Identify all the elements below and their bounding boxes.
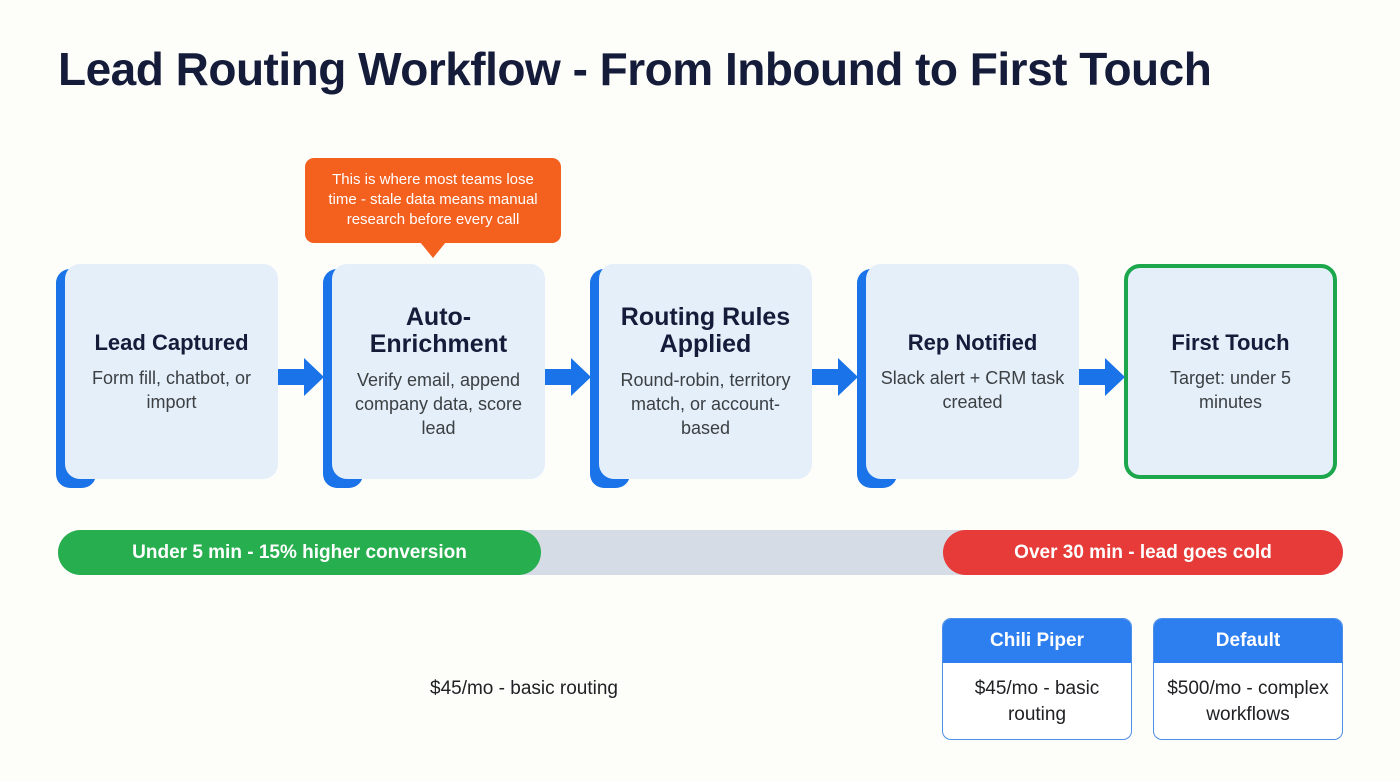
flow-step-rep-notified[interactable]: Rep Notified Slack alert + CRM task crea…	[857, 264, 1079, 488]
step-title: First Touch	[1171, 330, 1290, 355]
flow-step-first-touch[interactable]: First Touch Target: under 5 minutes	[1124, 264, 1346, 486]
step-card: Routing Rules Applied Round-robin, terri…	[599, 264, 812, 479]
timeline-segment-good: Under 5 min - 15% higher conversion	[58, 530, 541, 575]
orphan-price-note: $45/mo - basic routing	[430, 678, 618, 699]
comparison-card-title: Chili Piper	[943, 619, 1131, 663]
flow-step-lead-captured[interactable]: Lead Captured Form fill, chatbot, or imp…	[56, 264, 278, 488]
step-description: Form fill, chatbot, or import	[91, 368, 252, 412]
step-card: Auto-Enrichment Verify email, append com…	[332, 264, 545, 479]
callout-tooltip: This is where most teams lose time - sta…	[305, 158, 561, 258]
arrow-right-icon	[1079, 358, 1125, 396]
comparison-card-price: $500/mo - complex workflows	[1167, 677, 1329, 725]
step-title: Rep Notified	[907, 330, 1038, 355]
timeline-bad-label: Over 30 min - lead goes cold	[1014, 541, 1272, 563]
step-description: Target: under 5 minutes	[1169, 368, 1292, 412]
callout-tail-icon	[420, 242, 446, 258]
step-card: Lead Captured Form fill, chatbot, or imp…	[65, 264, 278, 479]
step-title: Auto-Enrichment	[369, 302, 508, 358]
step-description: Slack alert + CRM task created	[880, 368, 1065, 412]
step-card: Rep Notified Slack alert + CRM task crea…	[866, 264, 1079, 479]
step-title: Routing Rules Applied	[620, 302, 791, 358]
timeline-segment-bad: Over 30 min - lead goes cold	[943, 530, 1343, 575]
arrow-right-icon	[812, 358, 858, 396]
callout-text: This is where most teams lose time - sta…	[328, 171, 538, 228]
comparison-card-default[interactable]: Default $500/mo - complex workflows	[1153, 618, 1343, 740]
response-time-bar: Under 5 min - 15% higher conversion Over…	[58, 530, 1343, 575]
workflow-flow-row: Lead Captured Form fill, chatbot, or imp…	[56, 264, 1346, 488]
step-card: First Touch Target: under 5 minutes	[1124, 264, 1337, 479]
comparison-card-chili-piper[interactable]: Chili Piper $45/mo - basic routing	[942, 618, 1132, 740]
comparison-card-title: Default	[1154, 619, 1342, 663]
step-description: Round-robin, territory match, or account…	[620, 369, 791, 438]
comparison-card-price: $45/mo - basic routing	[974, 677, 1100, 725]
flow-step-routing-rules-applied[interactable]: Routing Rules Applied Round-robin, terri…	[590, 264, 812, 488]
step-description: Verify email, append company data, score…	[354, 369, 523, 438]
arrow-right-icon	[278, 358, 324, 396]
arrow-right-icon	[545, 358, 591, 396]
timeline-good-label: Under 5 min - 15% higher conversion	[132, 541, 467, 563]
page-title: Lead Routing Workflow - From Inbound to …	[58, 43, 1212, 95]
step-title: Lead Captured	[94, 330, 249, 355]
flow-step-auto-enrichment[interactable]: Auto-Enrichment Verify email, append com…	[323, 264, 545, 488]
